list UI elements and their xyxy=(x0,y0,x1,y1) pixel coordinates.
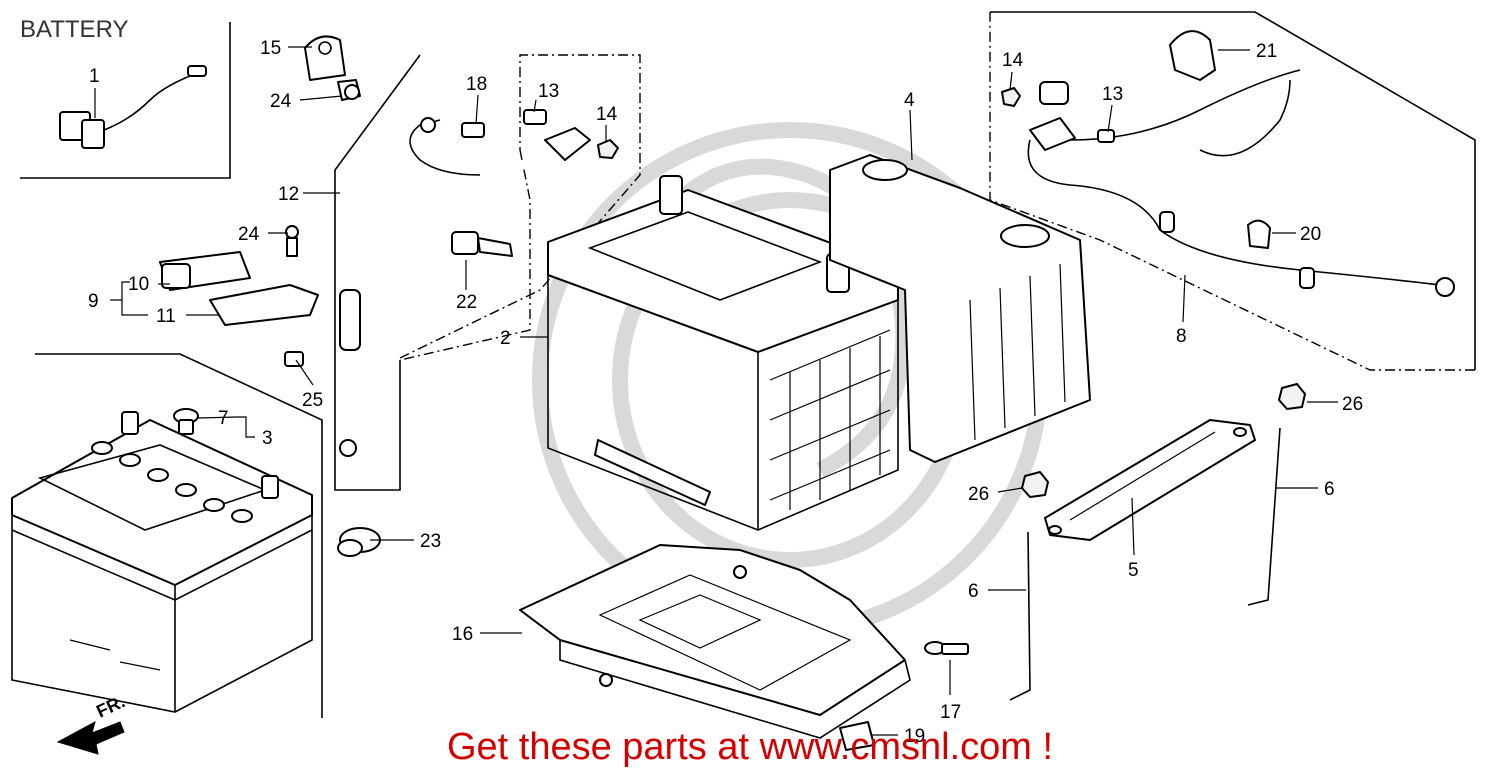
callout-20: 20 xyxy=(1300,224,1321,245)
callout-26a: 26 xyxy=(1342,394,1363,415)
page-title: BATTERY xyxy=(20,16,129,43)
part-21-clip xyxy=(1169,30,1216,81)
part-9-bracket xyxy=(159,225,319,367)
part-20-clip xyxy=(1247,219,1271,249)
callout-1: 1 xyxy=(89,66,100,87)
callout-3: 3 xyxy=(262,428,273,449)
callout-10: 10 xyxy=(128,274,149,295)
callout-4: 4 xyxy=(904,90,915,111)
callout-7: 7 xyxy=(218,408,229,429)
leader-lines xyxy=(94,46,1338,736)
callout-18: 18 xyxy=(466,74,487,95)
callout-2: 2 xyxy=(500,328,511,349)
part-6-rods xyxy=(1009,427,1281,701)
callout-8: 8 xyxy=(1176,326,1187,347)
part-19-bracket xyxy=(839,721,875,751)
callout-26b: 26 xyxy=(968,484,989,505)
part-16-tray xyxy=(519,544,911,739)
part-7-cap xyxy=(173,408,199,435)
callout-17: 17 xyxy=(940,702,961,723)
callout-19: 19 xyxy=(904,726,925,747)
part-8-harness xyxy=(1001,69,1455,297)
callout-21: 21 xyxy=(1256,41,1277,62)
callout-11: 11 xyxy=(156,306,176,327)
callout-labels: 1 2 3 4 5 6 6 7 8 9 10 11 12 13 13 14 14… xyxy=(88,38,1363,747)
fr-label: FR. xyxy=(93,691,128,721)
callout-22: 22 xyxy=(456,292,477,313)
part-5-holddown xyxy=(1044,419,1256,541)
part-4-cover xyxy=(829,154,1091,463)
part-12-cable xyxy=(339,117,591,457)
callout-24a: 24 xyxy=(270,91,292,112)
callout-25: 25 xyxy=(302,390,323,411)
part-17-bolt xyxy=(924,641,969,655)
callout-6a: 6 xyxy=(1324,479,1335,500)
section-frames xyxy=(20,11,1476,718)
callout-12: 12 xyxy=(278,184,299,205)
part-15-terminal xyxy=(304,35,361,101)
callout-16: 16 xyxy=(452,624,473,645)
callout-24b: 24 xyxy=(238,224,260,245)
callout-9: 9 xyxy=(88,291,99,312)
callout-23: 23 xyxy=(420,531,441,552)
part-22-clip xyxy=(451,231,513,257)
part-3-battery-small xyxy=(11,411,313,713)
callout-5: 5 xyxy=(1128,560,1139,581)
part-23-cap xyxy=(337,527,381,557)
callout-14b: 14 xyxy=(1002,50,1024,71)
part-1-sensor xyxy=(59,65,207,149)
callout-15: 15 xyxy=(260,38,281,59)
callout-13a: 13 xyxy=(538,81,559,102)
fasteners-upper xyxy=(461,109,619,159)
part-26-nuts xyxy=(1021,383,1306,498)
callout-14a: 14 xyxy=(596,104,618,125)
callout-6b: 6 xyxy=(968,581,979,602)
promo-banner[interactable]: Get these parts at www.cmsnl.com ! xyxy=(446,726,1054,768)
callout-13b: 13 xyxy=(1102,84,1123,105)
